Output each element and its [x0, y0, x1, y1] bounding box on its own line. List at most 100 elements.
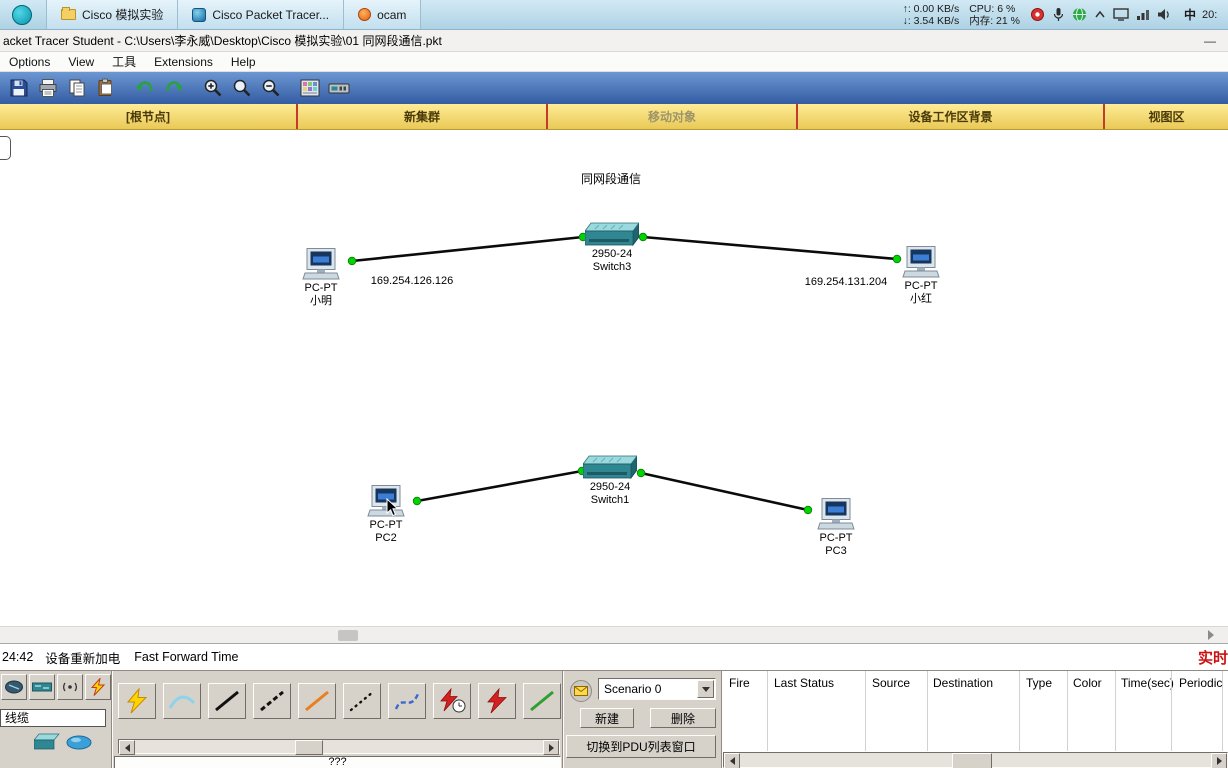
scroll-left-button[interactable] [119, 740, 135, 755]
copy-icon [69, 79, 84, 97]
scenario-select[interactable]: Scenario 0 [598, 678, 716, 700]
tab-label: Cisco 模拟实验 [82, 8, 164, 22]
canvas-horizontal-scrollbar[interactable] [0, 626, 1228, 643]
globe-icon[interactable] [1072, 7, 1087, 22]
save-icon [10, 79, 27, 97]
connections-icon [90, 678, 106, 696]
category-switches-button[interactable] [29, 674, 55, 700]
copy-button[interactable] [62, 75, 91, 102]
cluster-new-cluster[interactable]: 新集群 [298, 104, 548, 129]
scrollbar-thumb[interactable] [295, 740, 323, 755]
taskbar-clock[interactable]: 20: [1202, 8, 1218, 21]
menu-extensions[interactable]: Extensions [154, 54, 213, 69]
cluster-root-node[interactable]: [根节点] [0, 104, 298, 129]
scroll-right-arrow-icon[interactable] [1208, 630, 1214, 640]
custom-device-button[interactable] [324, 75, 353, 102]
volume-icon[interactable] [1157, 8, 1172, 21]
device-pc3[interactable]: PC-PT PC3 [796, 498, 876, 558]
mic-icon[interactable] [1052, 7, 1065, 22]
scroll-right-button[interactable] [1211, 753, 1227, 768]
tray-expand-icon[interactable] [1094, 9, 1106, 21]
minimize-button[interactable]: — [1204, 33, 1216, 48]
category-name-label: 线缆 [0, 709, 106, 727]
zoom-in-button[interactable] [198, 75, 227, 102]
connection-fiber-button[interactable] [298, 683, 336, 719]
download-speed: ↓: 3.54 KB/s [902, 14, 960, 27]
scroll-right-button[interactable] [543, 740, 559, 755]
scroll-left-button[interactable] [724, 753, 740, 768]
copper-straight-icon [215, 690, 239, 712]
workspace-canvas[interactable]: 同网段通信 [0, 130, 1228, 626]
cluster-workspace-background[interactable]: 设备工作区背景 [798, 104, 1105, 129]
connection-coax-button[interactable] [388, 683, 426, 719]
device-switch3[interactable]: 2950-24 Switch3 [572, 222, 652, 274]
connection-auto-button[interactable] [118, 683, 156, 719]
redo-button[interactable] [159, 75, 188, 102]
app-circle-icon[interactable] [12, 4, 32, 25]
menu-options[interactable]: Options [9, 54, 51, 69]
ime-indicator[interactable]: 中 [1183, 8, 1196, 22]
device-thumbnail-hub[interactable] [66, 735, 92, 755]
undo-button[interactable] [130, 75, 159, 102]
paste-button[interactable] [91, 75, 120, 102]
network-icon[interactable] [1136, 9, 1150, 21]
connection-octal-button[interactable] [523, 683, 561, 719]
connection-palette-scrollbar[interactable] [118, 739, 560, 755]
print-button[interactable] [33, 75, 62, 102]
pdu-list-scrollbar[interactable] [723, 752, 1228, 768]
save-button[interactable] [4, 75, 33, 102]
device-switch1[interactable]: 2950-24 Switch1 [570, 455, 650, 507]
undo-icon [135, 81, 152, 92]
wireless-icon [63, 682, 77, 692]
taskbar-tab-cisco-folder[interactable]: Cisco 模拟实验 [46, 0, 179, 29]
device-pc2[interactable]: PC-PT PC2 [346, 485, 426, 545]
switch-icon [32, 682, 52, 692]
menu-help[interactable]: Help [230, 54, 256, 69]
device-thumbnail-switch[interactable] [33, 733, 60, 756]
scrollbar-thumb[interactable] [952, 753, 992, 768]
zoom-out-button[interactable] [256, 75, 285, 102]
connection-serial-dce-button[interactable] [433, 683, 471, 719]
category-routers-button[interactable] [1, 674, 27, 700]
network-speed-readout: ↑: 0.00 KB/s ↓: 3.54 KB/s [903, 3, 960, 27]
dropdown-button[interactable] [697, 680, 714, 698]
custom-device-icon [328, 83, 349, 94]
toggle-pdu-list-button[interactable]: 切换到PDU列表窗口 [566, 735, 716, 758]
taskbar-tab-ocam[interactable]: ocam [344, 0, 422, 29]
canvas-side-tab[interactable] [0, 136, 11, 160]
device-model: PC-PT [904, 280, 938, 292]
connection-serial-dte-button[interactable] [478, 683, 516, 719]
category-wireless-button[interactable] [57, 674, 83, 700]
device-name: PC2 [375, 532, 397, 544]
last-event-label: 设备重新加电 [45, 651, 121, 666]
scenario-new-button[interactable]: 新建 [580, 708, 634, 728]
record-icon[interactable] [1030, 7, 1045, 22]
scrollbar-thumb[interactable] [338, 630, 358, 641]
connection-copper-cross-button[interactable] [253, 683, 291, 719]
menu-view[interactable]: View [68, 54, 95, 69]
connection-phone-button[interactable] [343, 683, 381, 719]
realtime-mode-tab[interactable]: 实时 [1197, 649, 1228, 667]
switch-icon [585, 222, 639, 247]
connection-copper-straight-button[interactable] [208, 683, 246, 719]
taskbar-tab-packet-tracer[interactable]: Cisco Packet Tracer... [178, 0, 345, 29]
device-pc-xiaohong[interactable]: PC-PT 小红 [881, 246, 961, 306]
category-connections-button[interactable] [85, 674, 111, 700]
device-pc-xiaoming[interactable]: PC-PT 小明 [281, 248, 361, 308]
menu-bar: Options View 工具 Extensions Help [0, 52, 1228, 72]
main-toolbar [0, 72, 1228, 104]
topology-links [347, 232, 902, 515]
fast-forward-time-button[interactable]: Fast Forward Time [134, 650, 239, 664]
palette-button[interactable] [295, 75, 324, 102]
pdu-col-color: Color [1073, 676, 1102, 690]
scenario-delete-button[interactable]: 删除 [650, 708, 716, 728]
connection-console-button[interactable] [163, 683, 201, 719]
cluster-move-object[interactable]: 移动对象 [548, 104, 798, 129]
zoom-reset-button[interactable] [227, 75, 256, 102]
cluster-viewport[interactable]: 视图区 [1148, 110, 1185, 124]
device-name: Switch1 [590, 494, 630, 506]
menu-tools[interactable]: 工具 [112, 55, 137, 69]
monitor-icon[interactable] [1113, 8, 1129, 21]
device-model: PC-PT [819, 532, 853, 544]
